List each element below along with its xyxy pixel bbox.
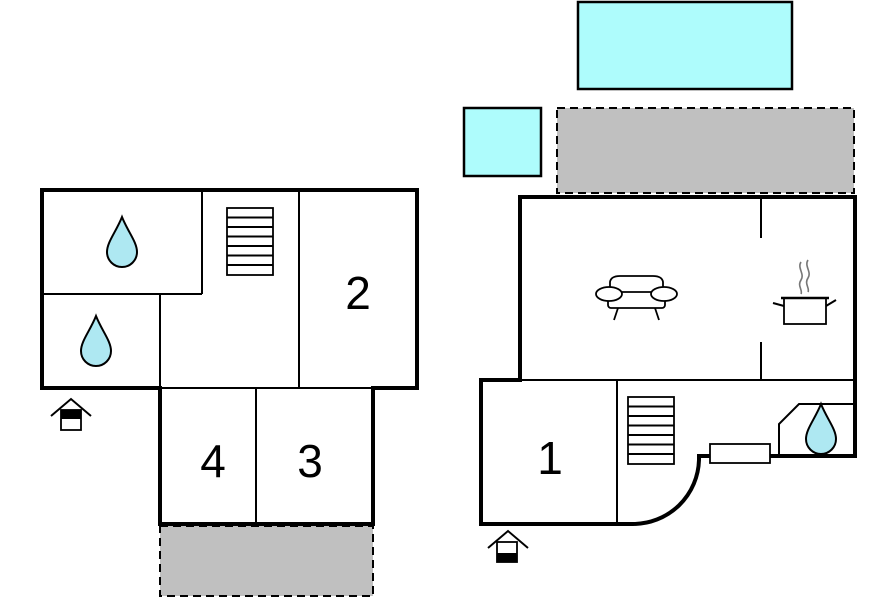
room-number-4: 4 (200, 435, 226, 487)
sofa-icon (595, 275, 678, 321)
pool-large (576, 0, 794, 91)
water-drop-icon (105, 214, 139, 268)
right-floor: 1 (462, 0, 857, 563)
room-number-1: 1 (537, 432, 563, 484)
left-floor-outline (40, 188, 419, 526)
stairs-icon (627, 396, 675, 465)
counter (709, 443, 771, 464)
entrance-icon (487, 529, 529, 563)
water-drop-icon (804, 401, 838, 455)
room-number-2: 2 (345, 267, 371, 319)
right-floor-outline (479, 195, 857, 526)
water-drop-icon (79, 313, 113, 367)
cooking-pot-icon (772, 259, 837, 325)
small-bathroom-walls (778, 403, 853, 456)
stairs-icon (226, 207, 274, 276)
terrace-left (159, 525, 374, 597)
pool-small (462, 106, 543, 178)
entrance-icon (50, 397, 92, 431)
room-number-3: 3 (297, 435, 323, 487)
left-floor: 2 4 3 (40, 188, 419, 597)
terrace-right (556, 107, 855, 194)
